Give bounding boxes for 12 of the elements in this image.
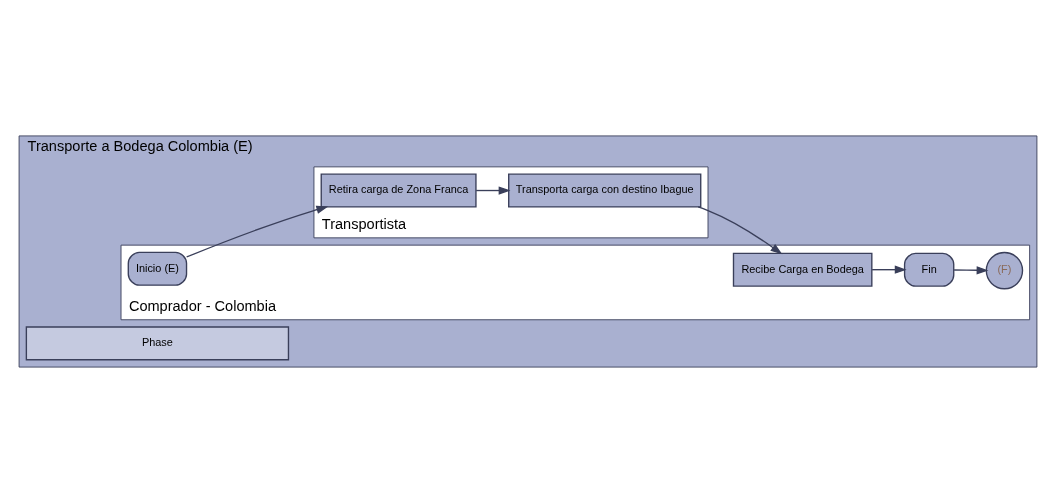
- node-box: Fin: [903, 252, 955, 287]
- arrow: [953, 266, 989, 275]
- node-box: Retira carga de Zona Franca: [320, 173, 477, 208]
- node-box: Transporta carga con destino Ibague: [508, 173, 702, 208]
- arrow: [185, 205, 329, 258]
- node-box: Phase: [25, 326, 290, 361]
- arrow: [697, 206, 783, 255]
- node-box: Inicio (E): [127, 251, 188, 286]
- arrow: [475, 186, 511, 195]
- node-box: Recibe Carga en Bodega: [732, 252, 873, 287]
- arrow: [871, 265, 907, 274]
- node-circle: (F): [985, 251, 1024, 290]
